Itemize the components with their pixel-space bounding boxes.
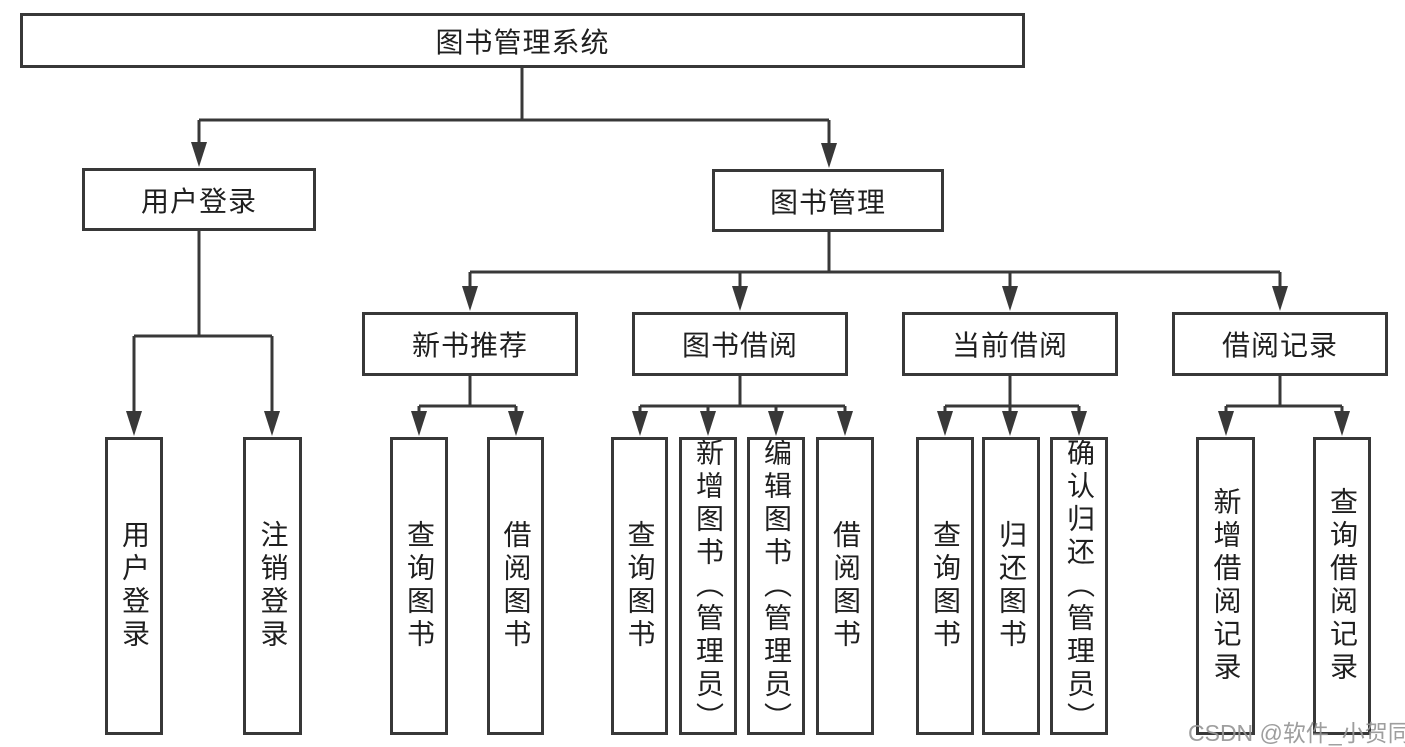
node-library-system-label: 图书管理系统 — [435, 26, 610, 58]
leaf-confirm-return-admin-label: 确认归还（管理员） — [1064, 437, 1095, 735]
node-current-borrow: 当前借阅 — [902, 312, 1118, 376]
node-user-login-label: 用户登录 — [140, 185, 257, 217]
leaf-query-books-1: 查询图书 — [390, 437, 448, 735]
leaf-logout-label: 注销登录 — [257, 520, 289, 652]
csdn-watermark: CSDN @软件_小贺同学 — [1188, 720, 1405, 746]
leaf-confirm-return-admin: 确认归还（管理员） — [1050, 437, 1108, 735]
leaf-user-login-label: 用户登录 — [119, 520, 150, 652]
connector-mgmt-to-level3 — [462, 232, 1288, 311]
node-library-system: 图书管理系统 — [20, 13, 1025, 68]
leaf-logout: 注销登录 — [243, 437, 302, 735]
node-user-login: 用户登录 — [82, 168, 316, 231]
node-current-borrow-label: 当前借阅 — [951, 330, 1068, 361]
node-book-management-label: 图书管理 — [769, 186, 886, 218]
connector-login-to-leaves — [126, 231, 280, 436]
leaf-user-login: 用户登录 — [105, 437, 163, 735]
node-book-borrow: 图书借阅 — [632, 312, 848, 376]
node-borrow-records: 借阅记录 — [1172, 312, 1388, 376]
node-book-borrow-label: 图书借阅 — [681, 330, 798, 361]
leaf-edit-books-admin-label: 编辑图书（管理员） — [761, 437, 792, 735]
leaf-return-books: 归还图书 — [982, 437, 1040, 735]
node-book-management: 图书管理 — [712, 169, 944, 232]
node-new-book-recommend-label: 新书推荐 — [411, 330, 528, 361]
leaf-add-books-admin: 新增图书（管理员） — [679, 437, 737, 735]
leaf-query-books-2: 查询图书 — [611, 437, 668, 735]
leaf-add-borrow-record: 新增借阅记录 — [1196, 437, 1255, 735]
leaf-query-borrow-record: 查询借阅记录 — [1313, 437, 1371, 735]
leaf-query-books-1-label: 查询图书 — [404, 520, 435, 652]
node-new-book-recommend: 新书推荐 — [362, 312, 578, 376]
connector-current-to-leaves — [937, 376, 1087, 436]
leaf-return-books-label: 归还图书 — [996, 520, 1027, 652]
leaf-add-books-admin-label: 新增图书（管理员） — [693, 437, 724, 735]
leaf-borrow-books-2-label: 借阅图书 — [830, 520, 861, 652]
connector-borrow-to-leaves — [632, 376, 853, 436]
connector-newbooks-to-leaves — [411, 376, 524, 436]
leaf-borrow-books-1: 借阅图书 — [487, 437, 544, 735]
connector-records-to-leaves — [1218, 376, 1350, 436]
connector-root-to-level2 — [191, 68, 837, 168]
leaf-query-books-3-label: 查询图书 — [930, 520, 961, 652]
leaf-query-books-2-label: 查询图书 — [624, 520, 656, 652]
leaf-borrow-books-1-label: 借阅图书 — [500, 520, 532, 652]
leaf-borrow-books-2: 借阅图书 — [816, 437, 874, 735]
leaf-query-borrow-record-label: 查询借阅记录 — [1327, 487, 1358, 685]
node-borrow-records-label: 借阅记录 — [1221, 330, 1338, 361]
leaf-add-borrow-record-label: 新增借阅记录 — [1210, 487, 1242, 685]
leaf-edit-books-admin: 编辑图书（管理员） — [747, 437, 805, 735]
leaf-query-books-3: 查询图书 — [916, 437, 974, 735]
